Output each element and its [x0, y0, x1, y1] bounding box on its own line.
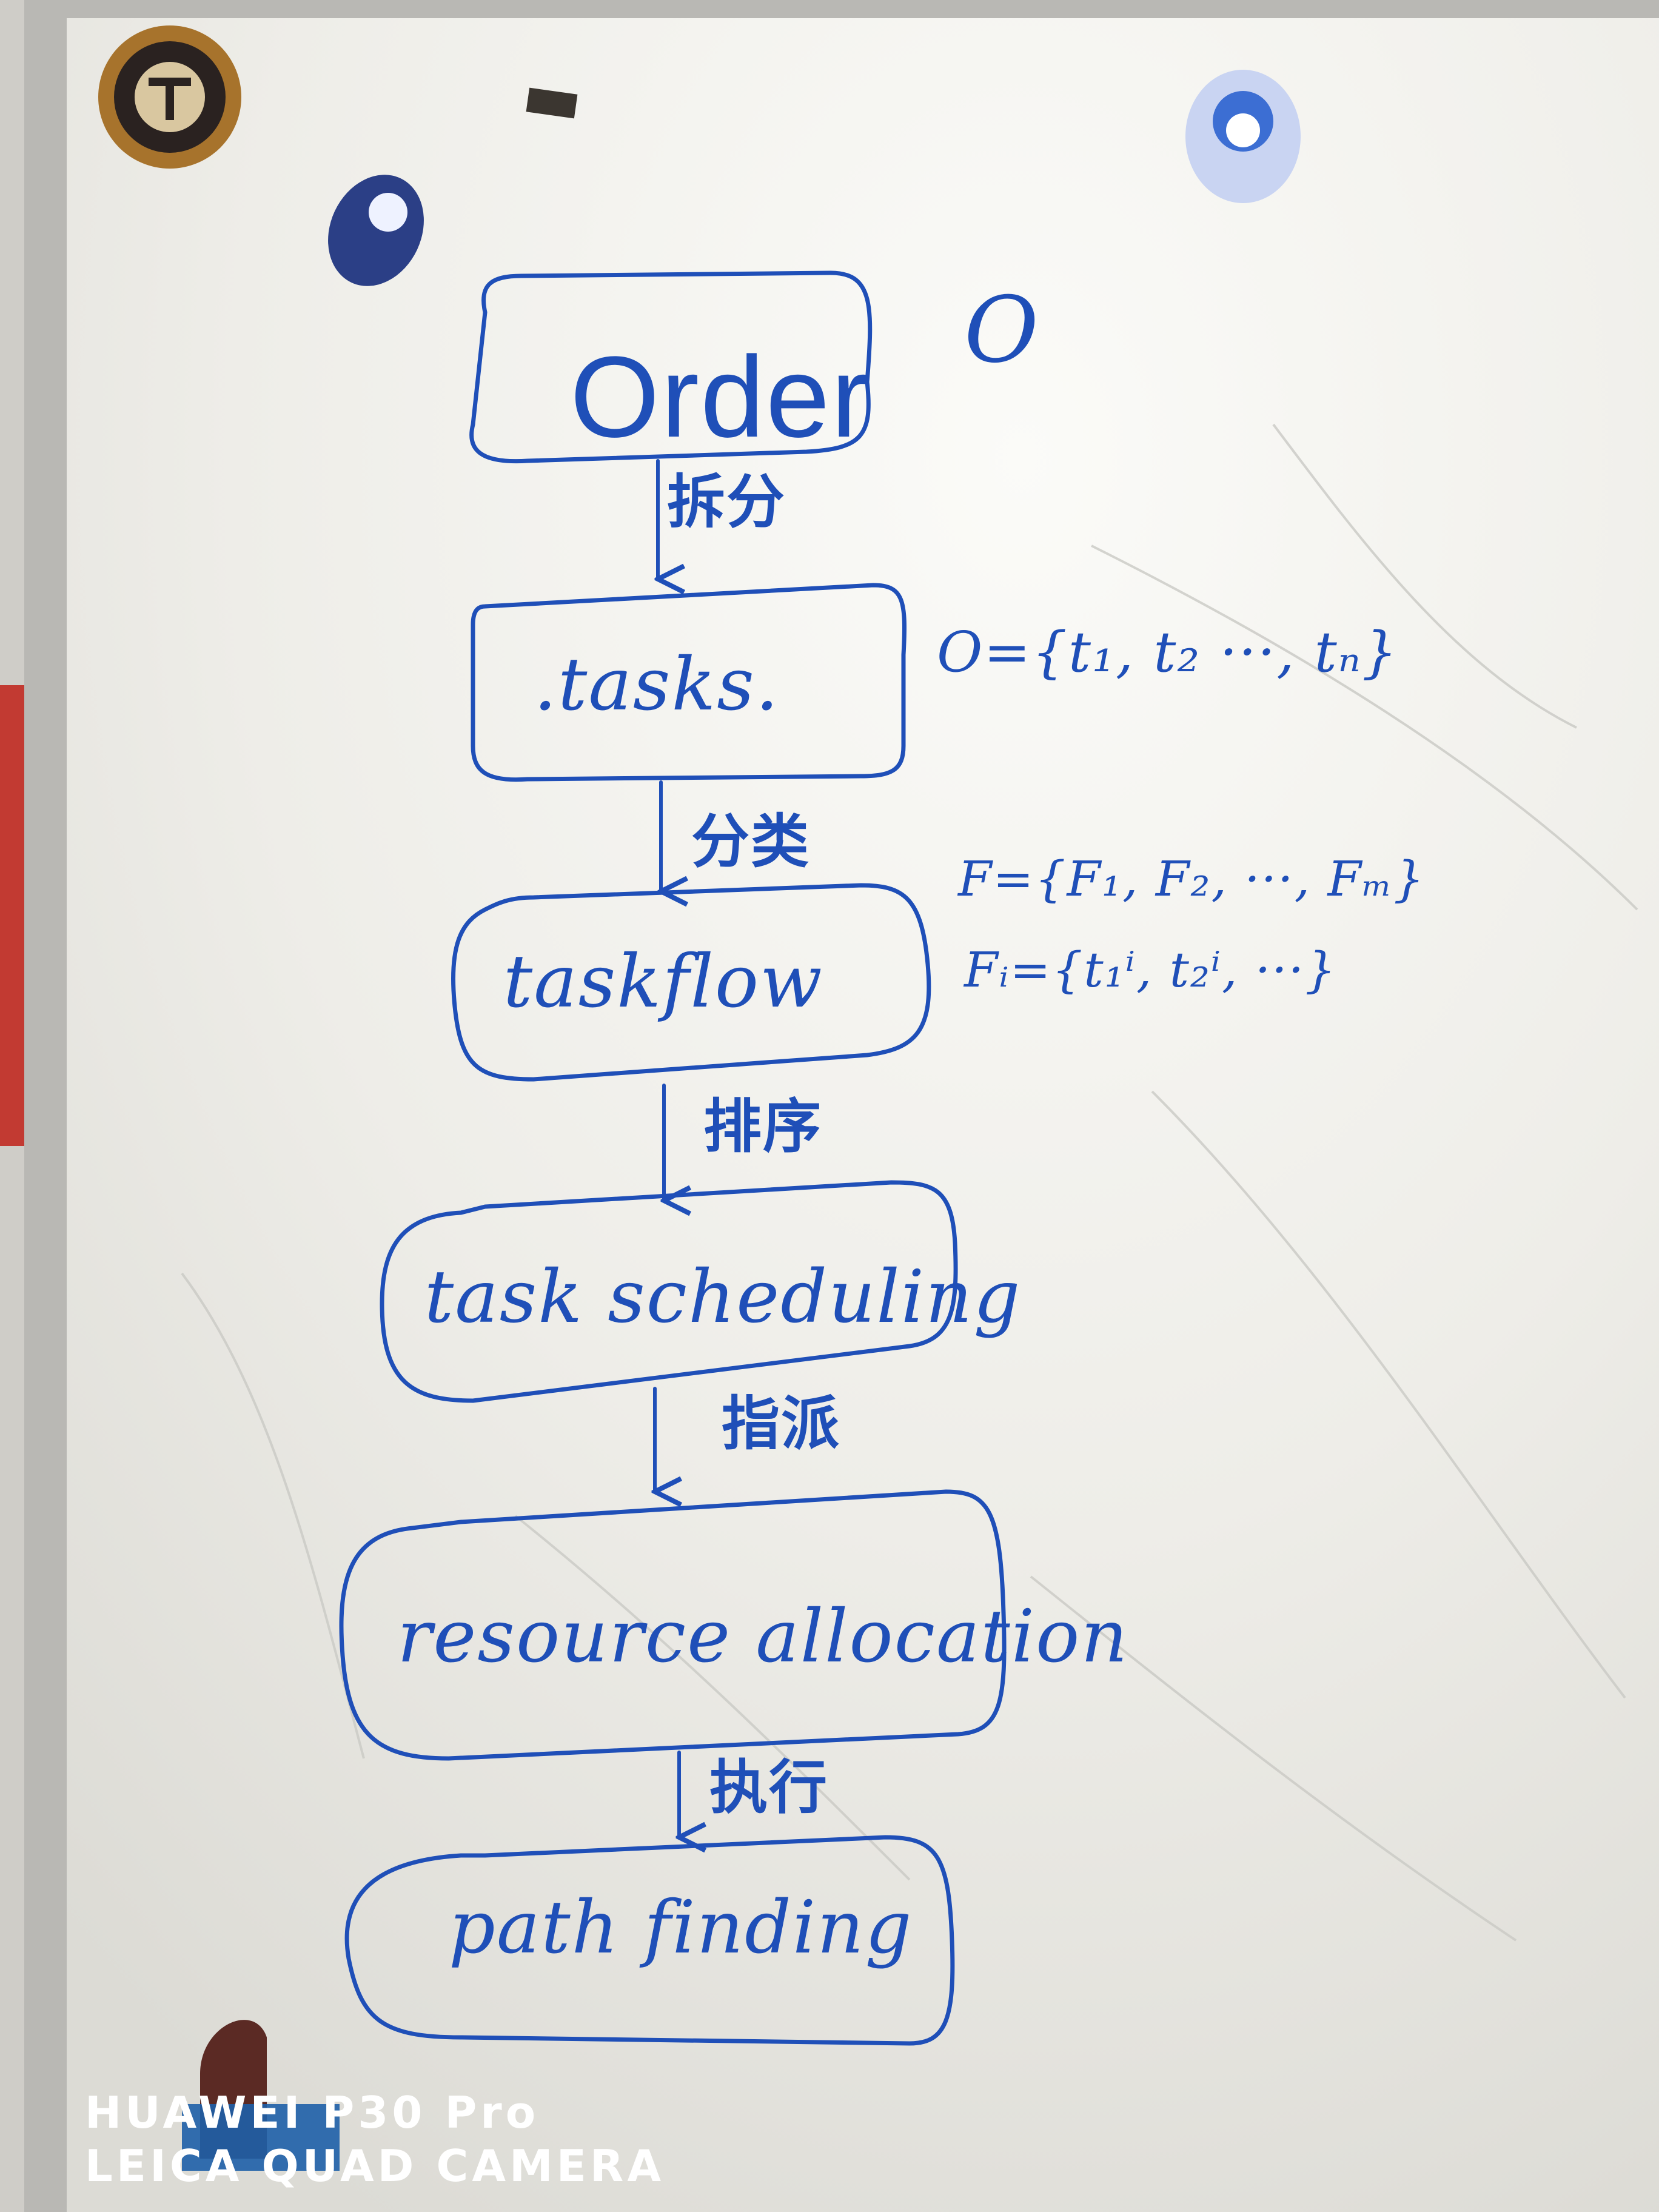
- edge-label-execute: 执行: [709, 1754, 828, 1822]
- sticker-magnet-right: [1185, 70, 1301, 203]
- node-path-box: [344, 1835, 955, 2046]
- camera-watermark: HUAWEI P30 Pro LEICA QUAD CAMERA: [85, 2086, 665, 2193]
- edge-label-assign: 指派: [722, 1390, 840, 1458]
- annotation-order-set: O={t₁, t₂ ···, tₙ}: [937, 620, 1399, 685]
- node-scheduling-label: task scheduling: [424, 1255, 1022, 1339]
- node-taskflow-label: taskflow: [503, 940, 823, 1024]
- bottom-left-object: [182, 2020, 340, 2171]
- flowchart-edges: [655, 459, 679, 1837]
- badge-magnet: [98, 25, 241, 169]
- node-tasks-label: .tasks.: [534, 643, 780, 727]
- node-tasks-box: [471, 583, 907, 782]
- node-allocation-label: resource allocation: [397, 1595, 1129, 1679]
- erased-marks: [181, 423, 1638, 1942]
- watermark-line2: LEICA QUAD CAMERA: [85, 2140, 665, 2191]
- edge-label-split: 拆分: [667, 468, 786, 536]
- annotation-flow-def: Fᵢ={t₁ⁱ, t₂ⁱ, ···}: [964, 942, 1338, 998]
- annotation-top-right-o: O: [964, 278, 1040, 383]
- watermark-line1: HUAWEI P30 Pro: [85, 2087, 540, 2138]
- edge-label-classify: 分类: [691, 808, 810, 876]
- annotation-flow-set: F={F₁, F₂, ···, Fₘ}: [958, 851, 1426, 907]
- node-order-label: Order: [570, 333, 871, 461]
- node-scheduling-box: [380, 1180, 958, 1403]
- node-path-label: path finding: [449, 1886, 913, 1970]
- flowchart: [339, 270, 1007, 2046]
- node-taskflow-box: [451, 883, 931, 1082]
- edge-label-sort: 排序: [703, 1093, 822, 1161]
- node-order-box: [469, 270, 873, 464]
- sticker-magnet-left: [328, 175, 424, 286]
- tape: [526, 87, 578, 119]
- node-allocation-box: [339, 1489, 1007, 1761]
- board-surface: [67, 18, 1659, 2212]
